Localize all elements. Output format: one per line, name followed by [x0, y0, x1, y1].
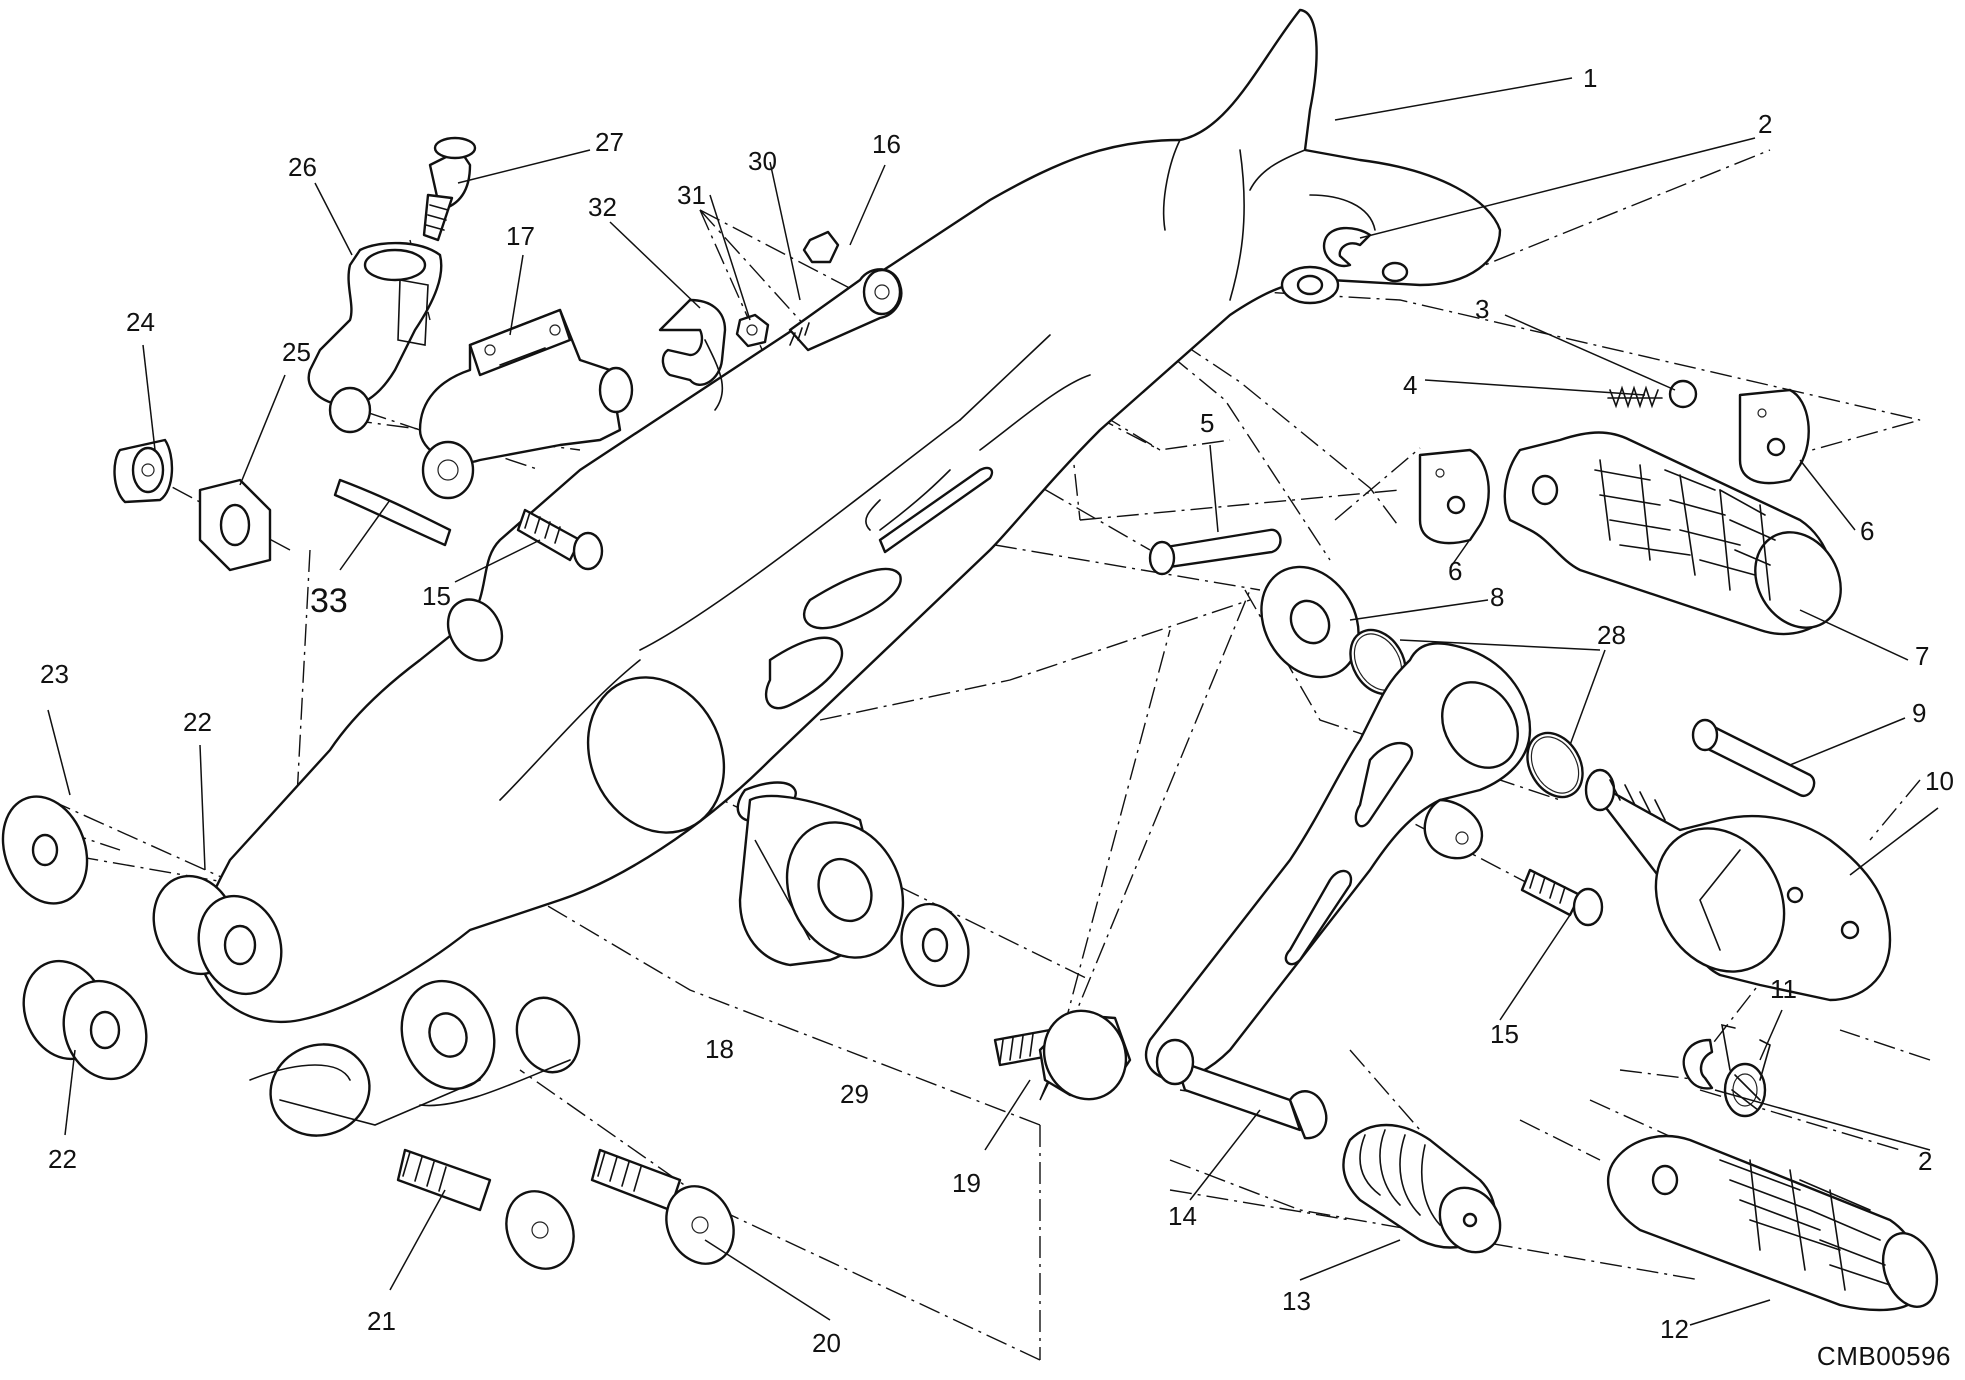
callout-18: 18 — [705, 1034, 734, 1064]
detent-ball-and-spring — [1607, 379, 1698, 409]
spacer-22-lower — [22, 959, 148, 1081]
callout-23: 23 — [40, 659, 69, 689]
return-spring — [1721, 1023, 1771, 1118]
bushing-18 — [738, 794, 905, 967]
hex-bolt-19 — [993, 1009, 1132, 1101]
callout-25: 25 — [282, 337, 311, 367]
callout-15: 15 — [422, 581, 451, 611]
bolt-15-master-cylinder — [516, 508, 604, 571]
callout-2: 2 — [1918, 1146, 1932, 1176]
callout-numbers: 1 2 3 4 5 6 6 7 8 9 10 11 2 12 13 14 15 … — [40, 63, 1954, 1358]
callout-32: 32 — [588, 192, 617, 222]
callout-31: 31 — [677, 180, 706, 210]
leader-lines — [47, 77, 1939, 1326]
callout-27: 27 — [595, 127, 624, 157]
rubber-pad — [1342, 1123, 1502, 1254]
pivot-shaft — [1584, 768, 1892, 1002]
pedal-clamp-26 — [307, 241, 443, 434]
callout-30: 30 — [748, 146, 777, 176]
callout-7: 7 — [1915, 641, 1929, 671]
callout-21: 21 — [367, 1306, 396, 1336]
callout-8: 8 — [1490, 582, 1504, 612]
callout-10: 10 — [1925, 766, 1954, 796]
callout-3: 3 — [1475, 294, 1489, 324]
callout-22: 22 — [183, 707, 212, 737]
callout-16: 16 — [872, 129, 901, 159]
callout-24: 24 — [126, 307, 155, 337]
callout-13: 13 — [1282, 1286, 1311, 1316]
rider-footpeg — [1503, 431, 1842, 636]
callout-11: 11 — [1770, 974, 1797, 1004]
clip-32 — [658, 298, 727, 411]
circlip-top — [1322, 226, 1372, 268]
rear-brake-master-cylinder — [418, 308, 634, 500]
callout-28: 28 — [1597, 620, 1626, 650]
cap-nut-24 — [113, 438, 174, 504]
footrest-plate-right — [1738, 388, 1810, 485]
callout-9: 9 — [1912, 698, 1926, 728]
circlip-bottom — [1682, 1038, 1714, 1090]
spacer-block-25 — [198, 478, 272, 572]
torx-bolt-20 — [590, 1148, 735, 1265]
spacer-22-upper — [152, 874, 283, 996]
footrest-bracket-plate — [198, 8, 1502, 1137]
callout-20: 20 — [812, 1328, 841, 1358]
hose-33 — [333, 478, 452, 547]
callout-5: 5 — [1200, 408, 1214, 438]
callout-19: 19 — [952, 1168, 981, 1198]
callout-2: 2 — [1758, 109, 1772, 139]
callout-26: 26 — [288, 152, 317, 182]
callout-6: 6 — [1448, 556, 1462, 586]
callout-12: 12 — [1660, 1314, 1689, 1344]
passenger-footpeg — [1606, 1134, 1939, 1312]
hinge-pin-upper — [1148, 528, 1282, 576]
torx-bolt-21 — [396, 1148, 575, 1270]
callout-6: 6 — [1860, 516, 1874, 546]
screw-27 — [422, 136, 477, 242]
callout-1: 1 — [1583, 63, 1597, 93]
drawing-code: CMB00596 — [1816, 1341, 1951, 1371]
callout-15: 15 — [1490, 1019, 1519, 1049]
callout-29: 29 — [840, 1079, 869, 1109]
bolt-15-shift — [1520, 868, 1604, 927]
callout-4: 4 — [1403, 370, 1417, 400]
gear-shift-lever — [1144, 642, 1532, 1140]
hinge-pin-lower — [1691, 718, 1816, 798]
callout-33: 33 — [310, 582, 348, 620]
callout-14: 14 — [1168, 1201, 1197, 1231]
rod-end-and-rod — [735, 230, 903, 352]
callout-22: 22 — [48, 1144, 77, 1174]
callout-17: 17 — [506, 221, 535, 251]
